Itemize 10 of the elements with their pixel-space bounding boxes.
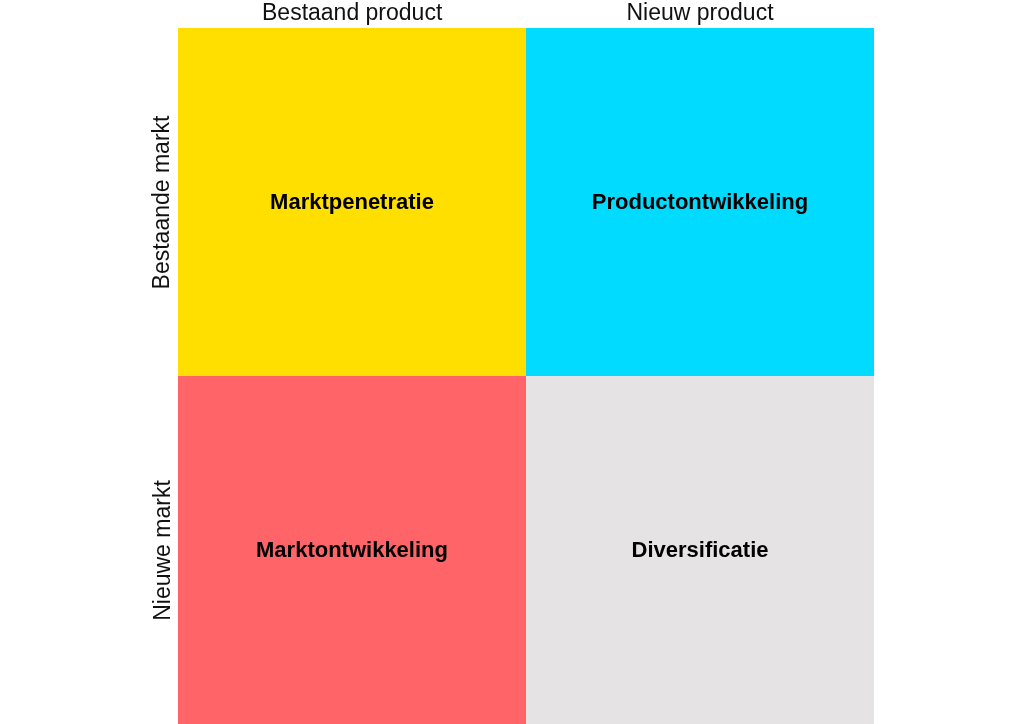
quadrant-box (178, 28, 526, 376)
quadrant-box (178, 376, 526, 724)
quadrant-label: Marktpenetratie (270, 189, 434, 215)
quadrant-box (526, 376, 874, 724)
quadrant-box (526, 28, 874, 376)
quadrant-label: Productontwikkeling (591, 189, 809, 215)
quadrant-label: Marktontwikkeling (256, 537, 448, 563)
row-axis-label: Bestaande markt (150, 115, 174, 289)
row-axis-label: Nieuwe markt (150, 479, 174, 621)
quadrant-label: Diversificatie (631, 537, 769, 563)
